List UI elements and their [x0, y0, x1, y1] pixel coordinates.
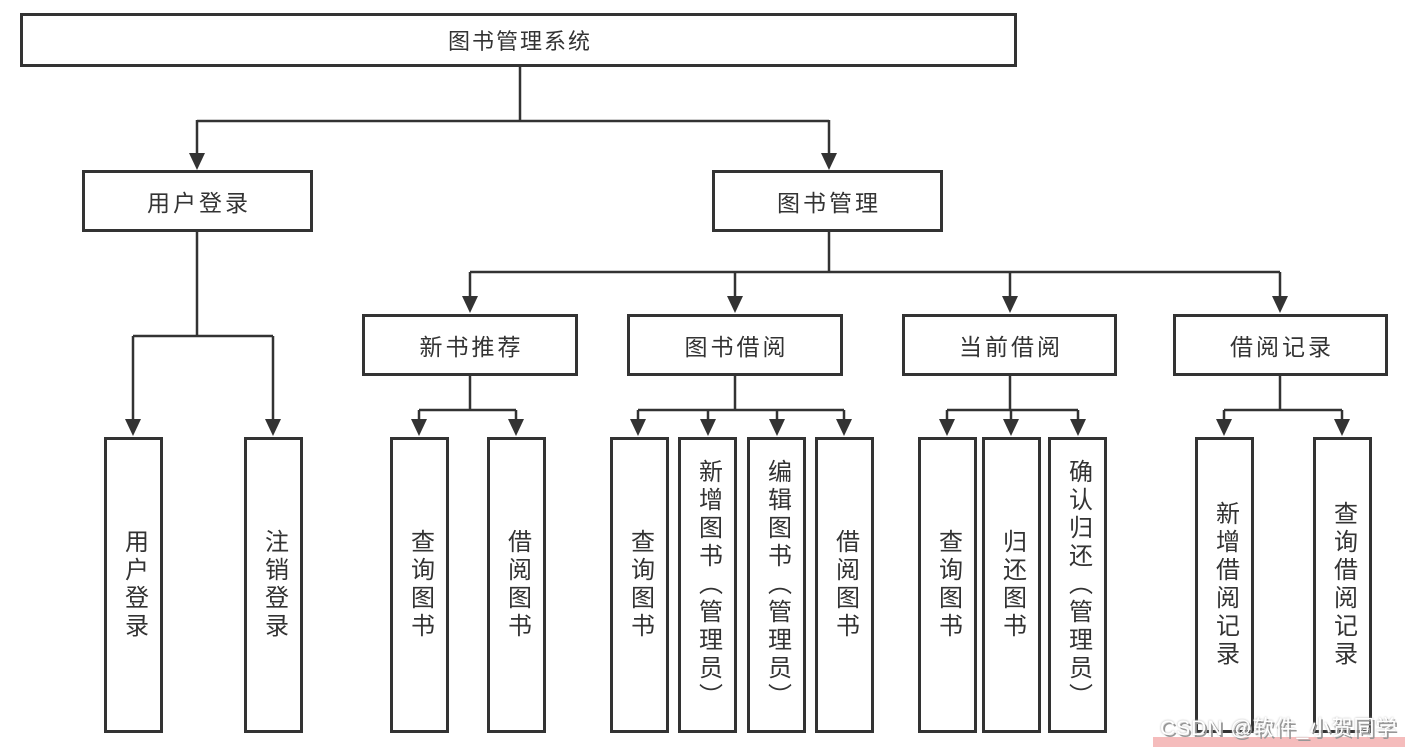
leaf-current-query: 查询图书	[918, 437, 977, 733]
node-book-borrow-label: 图书借阅	[684, 334, 789, 360]
leaf-record-add: 新增借阅记录	[1195, 437, 1254, 733]
leaf-current-confirm-return: 确认归还（管理员）	[1048, 437, 1107, 733]
leaf-borrow-borrow-book: 借阅图书	[815, 437, 874, 733]
leaf-record-query: 查询借阅记录	[1313, 437, 1372, 733]
node-current-borrow: 当前借阅	[902, 314, 1117, 376]
leaf-borrow-query: 查询图书	[610, 437, 669, 733]
leaf-borrow-add-book: 新增图书（管理员）	[678, 437, 737, 733]
leaf-current-return-label: 归还图书	[998, 529, 1026, 641]
arrowheads	[125, 153, 1350, 436]
leaf-logout: 注销登录	[244, 437, 303, 733]
node-root-label: 图书管理系统	[447, 29, 592, 54]
leaf-current-confirm-return-label: 确认归还（管理员）	[1064, 459, 1092, 711]
leaf-newbook-borrow-label: 借阅图书	[503, 529, 531, 641]
leaf-newbook-borrow: 借阅图书	[487, 437, 546, 733]
leaf-user-login: 用户登录	[104, 437, 163, 733]
leaf-borrow-edit-book: 编辑图书（管理员）	[747, 437, 806, 733]
node-borrow-record-label: 借阅记录	[1230, 334, 1334, 360]
node-book-borrow: 图书借阅	[627, 314, 843, 376]
node-new-book-recommend: 新书推荐	[362, 314, 578, 376]
watermark-bar	[1153, 737, 1405, 747]
leaf-borrow-query-label: 查询图书	[626, 529, 654, 641]
leaf-record-query-label: 查询借阅记录	[1329, 501, 1357, 669]
node-borrow-record: 借阅记录	[1173, 314, 1388, 376]
node-root: 图书管理系统	[20, 13, 1017, 67]
leaf-newbook-query-label: 查询图书	[406, 529, 434, 641]
node-user-login: 用户登录	[82, 170, 313, 232]
leaf-record-add-label: 新增借阅记录	[1211, 501, 1239, 669]
leaf-current-return: 归还图书	[982, 437, 1041, 733]
node-book-management: 图书管理	[712, 170, 943, 232]
leaf-user-login-label: 用户登录	[120, 529, 148, 641]
leaf-borrow-edit-book-label: 编辑图书（管理员）	[763, 459, 791, 711]
leaf-borrow-add-book-label: 新增图书（管理员）	[694, 459, 722, 711]
leaf-borrow-borrow-book-label: 借阅图书	[831, 529, 859, 641]
watermark: CSDN @软件_小贺同学	[1160, 717, 1398, 740]
node-book-management-label: 图书管理	[777, 190, 881, 216]
leaf-logout-label: 注销登录	[260, 529, 288, 641]
leaf-current-query-label: 查询图书	[934, 529, 962, 641]
leaf-newbook-query: 查询图书	[390, 437, 449, 733]
node-user-login-label: 用户登录	[147, 190, 251, 216]
node-current-borrow-label: 当前借阅	[959, 334, 1063, 360]
node-new-book-recommend-label: 新书推荐	[419, 334, 524, 360]
